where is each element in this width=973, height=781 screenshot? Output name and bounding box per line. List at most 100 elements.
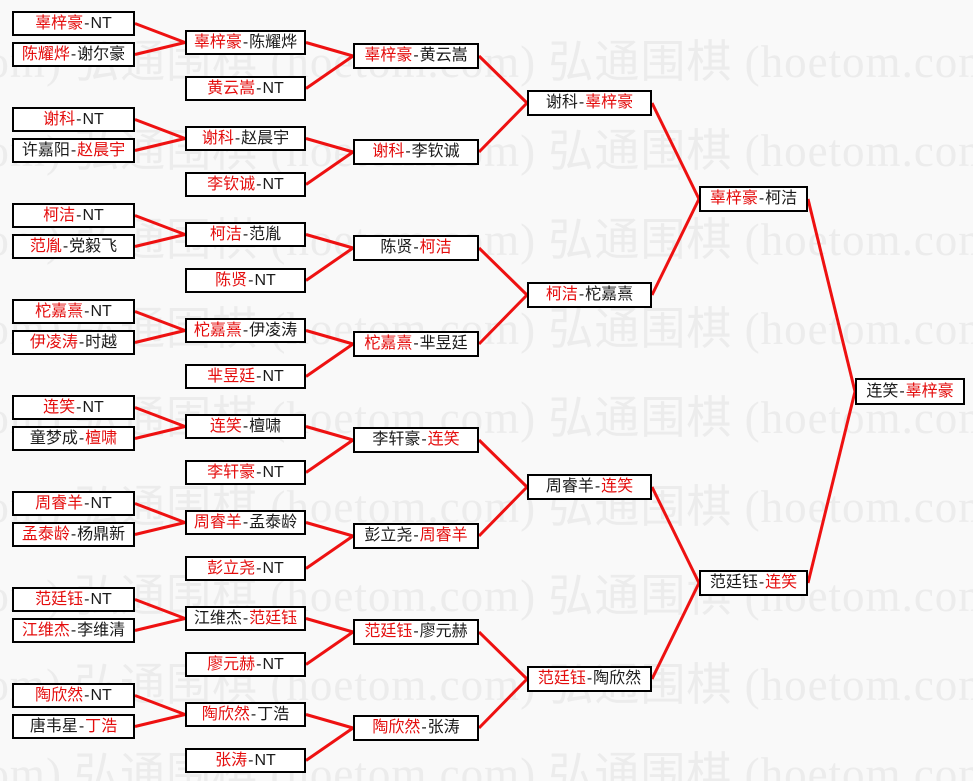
- match-box-quarterfinals-4: 范廷钰-陶欣然: [527, 666, 652, 692]
- vs-separator: -: [413, 335, 419, 352]
- match-box-round-of-32-10: 李轩豪-NT: [185, 460, 306, 485]
- player2-name: NT: [262, 463, 284, 481]
- vs-separator: -: [256, 175, 262, 193]
- match-box-quarterfinals-1: 谢科-辜梓豪: [527, 90, 652, 116]
- player1-name: 李轩豪: [207, 463, 256, 481]
- player2-name: NT: [262, 655, 284, 673]
- match-box-round-of-32-2: 黄云嵩-NT: [185, 76, 306, 101]
- player1-name: 辜梓豪: [364, 47, 413, 64]
- vs-separator: -: [413, 623, 419, 640]
- player2-name: 孟泰龄: [249, 513, 298, 531]
- player1-name: 唐韦星: [29, 717, 78, 735]
- player2-name: 连笑: [427, 431, 460, 448]
- player1-name: 陈贤: [215, 271, 248, 289]
- match-box-preliminary-15: 陶欣然-NT: [12, 683, 135, 708]
- match-box-preliminary-7: 柁嘉熹-NT: [12, 299, 135, 324]
- player1-name: 周睿羊: [193, 513, 242, 531]
- player2-name: NT: [262, 559, 284, 577]
- player1-name: 范廷钰: [35, 590, 84, 608]
- player1-name: 江维杰: [193, 609, 242, 627]
- player1-name: 柯洁: [545, 286, 578, 303]
- player1-name: 彭立尧: [207, 559, 256, 577]
- vs-separator: -: [256, 463, 262, 481]
- player1-name: 柯洁: [209, 225, 242, 243]
- player2-name: 辜梓豪: [585, 94, 634, 111]
- vs-separator: -: [70, 141, 77, 159]
- player2-name: 范廷钰: [249, 609, 298, 627]
- vs-separator: -: [248, 751, 254, 769]
- match-box-round-of-16-3: 陈贤-柯洁: [353, 235, 479, 261]
- match-box-round-of-16-7: 范廷钰-廖元赫: [353, 619, 479, 645]
- match-box-round-of-32-3: 谢科-赵晨宇: [185, 126, 306, 151]
- player2-name: 伊凌涛: [249, 321, 298, 339]
- match-box-round-of-32-14: 廖元赫-NT: [185, 652, 306, 677]
- player1-name: 辜梓豪: [35, 14, 84, 32]
- player2-name: 陶欣然: [593, 670, 642, 687]
- match-box-preliminary-9: 连笑-NT: [12, 395, 135, 420]
- match-box-preliminary-13: 范廷钰-NT: [12, 587, 135, 612]
- vs-separator: -: [242, 417, 249, 435]
- vs-separator: -: [256, 559, 262, 577]
- match-box-preliminary-3: 谢科-NT: [12, 107, 135, 132]
- player1-name: 柯洁: [43, 206, 76, 224]
- match-box-preliminary-1: 辜梓豪-NT: [12, 11, 135, 36]
- player2-name: NT: [262, 175, 284, 193]
- match-box-preliminary-12: 孟泰龄-杨鼎新: [12, 522, 135, 547]
- vs-separator: -: [84, 14, 90, 32]
- player2-name: 李维清: [77, 621, 126, 639]
- watermark-text: 弘通围棋 (hoetom.com) 弘通围棋 (hoetom.com) 弘通围棋…: [0, 571, 973, 621]
- player2-name: NT: [262, 79, 284, 97]
- match-box-round-of-16-6: 彭立尧-周睿羊: [353, 523, 479, 549]
- vs-separator: -: [256, 655, 262, 673]
- player2-name: NT: [262, 367, 284, 385]
- player2-name: 杨鼎新: [77, 525, 126, 543]
- player2-name: NT: [90, 14, 112, 32]
- match-box-round-of-32-16: 张涛-NT: [185, 748, 306, 773]
- vs-separator: -: [76, 206, 82, 224]
- player2-name: 芈昱廷: [419, 335, 468, 352]
- match-box-preliminary-2: 陈耀烨-谢尔豪: [12, 42, 135, 67]
- match-box-round-of-16-1: 辜梓豪-黄云嵩: [353, 43, 479, 69]
- player2-name: 谢尔豪: [77, 45, 126, 63]
- match-box-round-of-32-5: 柯洁-范胤: [185, 222, 306, 247]
- player1-name: 童梦成: [29, 429, 78, 447]
- player2-name: 柯洁: [419, 239, 452, 256]
- vs-separator: -: [248, 271, 254, 289]
- watermark-text: 弘通围棋 (hoetom.com) 弘通围棋 (hoetom.com) 弘通围棋…: [0, 660, 973, 710]
- player2-name: NT: [90, 590, 112, 608]
- match-box-round-of-32-13: 江维杰-范廷钰: [185, 606, 306, 631]
- vs-separator: -: [242, 513, 249, 531]
- match-box-final-1: 连笑-辜梓豪: [855, 378, 965, 405]
- vs-separator: -: [78, 717, 85, 735]
- match-box-preliminary-5: 柯洁-NT: [12, 203, 135, 228]
- vs-separator: -: [78, 333, 85, 351]
- vs-separator: -: [421, 719, 427, 736]
- player1-name: 黄云嵩: [207, 79, 256, 97]
- player1-name: 江维杰: [21, 621, 70, 639]
- player1-name: 许嘉阳: [21, 141, 70, 159]
- player1-name: 范胤: [29, 237, 62, 255]
- player1-name: 范廷钰: [709, 574, 758, 591]
- vs-separator: -: [84, 686, 90, 704]
- player1-name: 芈昱廷: [207, 367, 256, 385]
- player1-name: 谢科: [545, 94, 578, 111]
- watermark-text: 弘通围棋 (hoetom.com) 弘通围棋 (hoetom.com) 弘通围棋…: [0, 749, 973, 781]
- player2-name: NT: [82, 398, 104, 416]
- player1-name: 连笑: [43, 398, 76, 416]
- player1-name: 伊凌涛: [29, 333, 78, 351]
- player2-name: 柁嘉熹: [585, 286, 634, 303]
- match-box-quarterfinals-3: 周睿羊-连笑: [527, 474, 652, 500]
- player1-name: 范廷钰: [364, 623, 413, 640]
- vs-separator: -: [250, 705, 257, 723]
- vs-separator: -: [899, 382, 905, 400]
- watermark-text: 弘通围棋 (hoetom.com) 弘通围棋 (hoetom.com) 弘通围棋…: [0, 482, 973, 532]
- vs-separator: -: [84, 494, 90, 512]
- player1-name: 彭立尧: [364, 527, 413, 544]
- player1-name: 辜梓豪: [709, 190, 758, 207]
- match-box-semifinals-2: 范廷钰-连笑: [699, 570, 808, 596]
- player1-name: 陶欣然: [372, 719, 421, 736]
- player1-name: 陶欣然: [201, 705, 250, 723]
- vs-separator: -: [578, 286, 585, 303]
- watermark-text: 弘通围棋 (hoetom.com) 弘通围棋 (hoetom.com) 弘通围棋…: [0, 215, 973, 265]
